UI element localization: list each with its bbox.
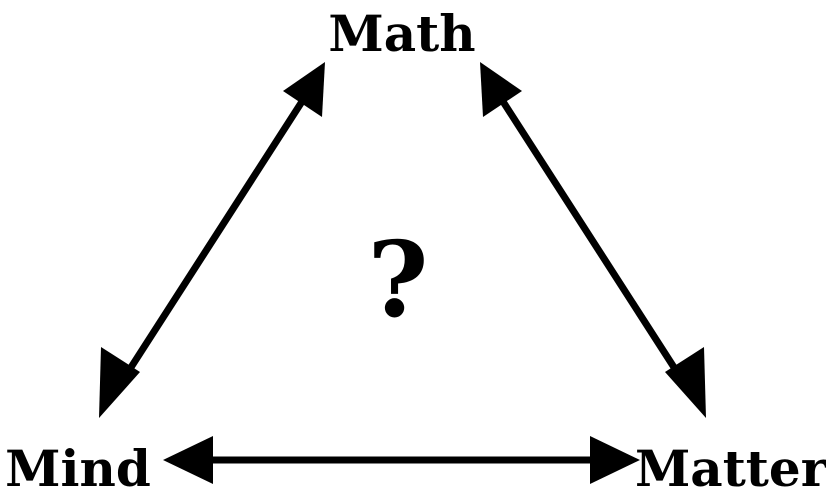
edge-math-mind-line	[116, 98, 306, 388]
node-label-matter: Matter	[635, 439, 826, 498]
arrowhead-toward-mind-bottom	[163, 436, 213, 484]
edge-mind-matter	[163, 436, 640, 484]
edge-math-matter-line	[499, 98, 689, 388]
node-label-mind: Mind	[5, 439, 151, 498]
edge-math-matter	[480, 62, 706, 418]
arrowhead-toward-matter	[665, 347, 706, 418]
arrowhead-toward-matter-bottom	[590, 436, 640, 484]
arrowhead-toward-mind	[99, 347, 140, 418]
edge-math-mind	[99, 62, 325, 418]
node-label-math: Math	[328, 4, 475, 63]
arrowhead-toward-math	[283, 62, 325, 117]
center-question-mark: ?	[368, 218, 429, 341]
arrowhead-toward-math-right	[480, 62, 522, 117]
